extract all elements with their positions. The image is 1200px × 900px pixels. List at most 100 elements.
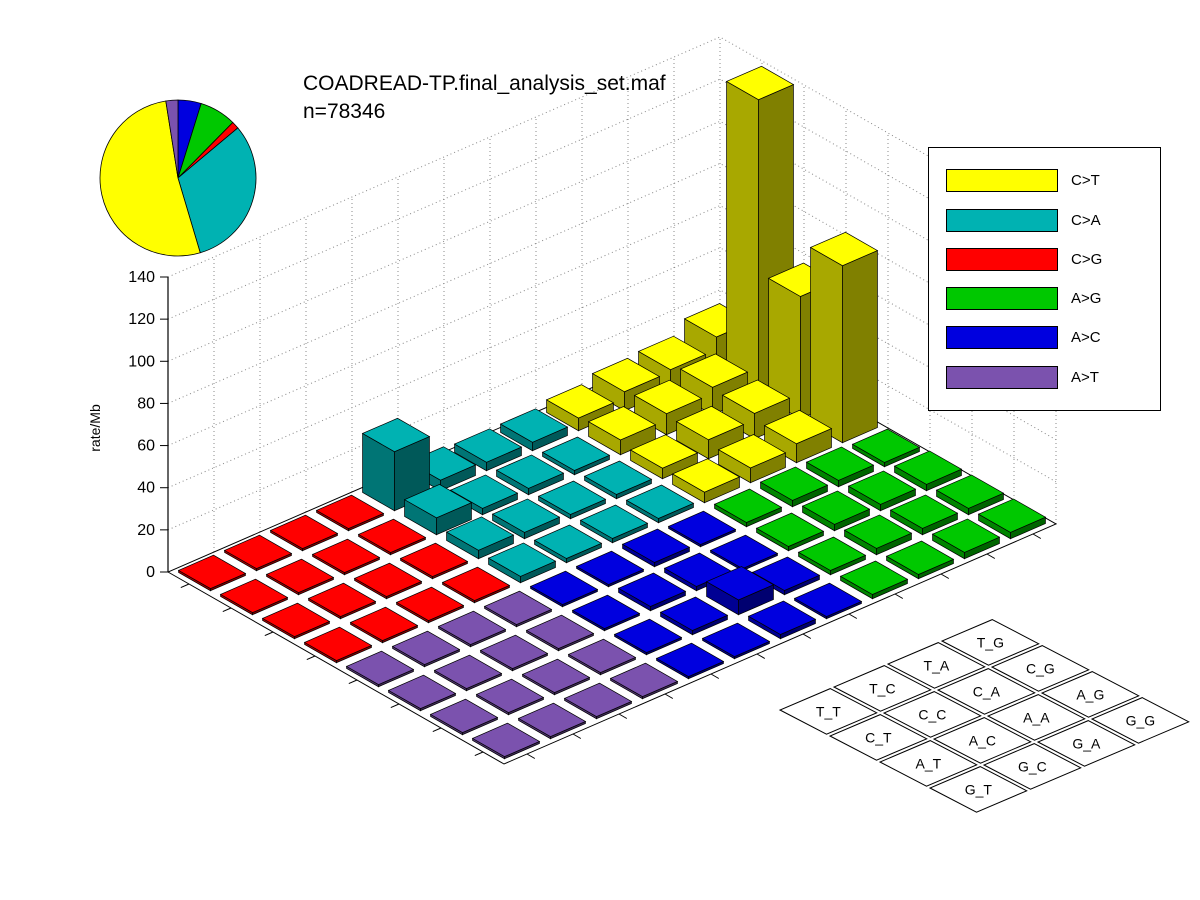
lego-bar: [445, 516, 515, 560]
lego-bar: [307, 582, 377, 620]
legend-swatch: [946, 326, 1058, 350]
lego-bar: [399, 542, 469, 580]
legend-item: C>G: [929, 247, 1160, 271]
z-tick-label: 20: [137, 522, 155, 539]
lego-bar: [429, 698, 499, 736]
lego-bar: [843, 514, 913, 556]
lego-bars: [177, 65, 1047, 760]
context-label: G_C: [1018, 758, 1047, 774]
lego-bar: [575, 550, 645, 588]
lego-bar: [621, 528, 691, 568]
lego-bar: [713, 488, 783, 528]
lego-bar: [851, 428, 921, 468]
lego-bar: [483, 590, 553, 628]
lego-bar: [583, 460, 653, 500]
z-tick-label: 60: [137, 438, 155, 455]
lego-bar: [537, 480, 607, 520]
pie-slice: [165, 99, 179, 179]
lego-bar: [479, 634, 549, 672]
lego-bar: [613, 618, 683, 656]
context-tile: [932, 717, 1032, 764]
context-tile: [990, 645, 1090, 692]
legend-swatch: [946, 365, 1058, 389]
legend-swatch: [946, 287, 1058, 311]
lego-bar: [675, 405, 745, 460]
lego-bar: [809, 231, 879, 444]
context-tile: [882, 691, 982, 738]
lego-bar: [521, 658, 591, 696]
lego-bar: [403, 484, 473, 536]
lego-bar: [269, 514, 339, 552]
lego-bar: [893, 450, 963, 492]
lego-bar: [433, 654, 503, 692]
lego-bar: [391, 630, 461, 668]
z-tick-label: 100: [128, 353, 155, 370]
lego-bar: [885, 540, 955, 580]
lego-bar: [345, 650, 415, 688]
lego-bar: [541, 436, 611, 476]
legend-label: C>G: [1071, 250, 1103, 268]
context-label: G_G: [1126, 712, 1156, 728]
lego-bar: [357, 518, 427, 556]
context-tile: [1036, 720, 1136, 767]
lego-bar: [219, 578, 289, 616]
context-tile: [832, 665, 932, 712]
lego-bar: [617, 572, 687, 612]
lego-bar: [349, 606, 419, 644]
context-tile: [878, 740, 978, 787]
legend-label: A>G: [1071, 290, 1102, 308]
context-label: G_T: [965, 781, 993, 797]
legend-swatch: [946, 208, 1058, 232]
z-tick-label: 80: [137, 395, 155, 412]
lego-bar: [659, 596, 729, 636]
lego-bar: [801, 490, 871, 532]
context-label: C_C: [918, 706, 946, 722]
context-label: A_A: [1023, 709, 1050, 725]
context-tile: [886, 642, 986, 689]
lego-bar: [609, 662, 679, 700]
lego-bar: [567, 638, 637, 676]
lego-bar: [563, 682, 633, 720]
z-tick-label: 120: [128, 311, 155, 328]
context-label: T_G: [977, 634, 1004, 650]
legend-label: C>T: [1071, 172, 1100, 190]
context-label: C_G: [1026, 660, 1055, 676]
lego-bar: [701, 622, 771, 660]
lego-bar: [475, 678, 545, 716]
context-label: T_T: [816, 703, 841, 719]
lego-bar: [533, 524, 603, 564]
context-tile: [986, 694, 1086, 741]
context-label: C_T: [865, 729, 892, 745]
lego-bar: [261, 602, 331, 640]
context-tile: [1090, 697, 1190, 744]
lego-bar: [755, 512, 825, 552]
lego-bar: [587, 406, 657, 456]
context-label: C_A: [973, 683, 1001, 699]
lego-bar: [847, 470, 917, 512]
lego-bar: [935, 474, 1005, 516]
lego-bar: [353, 562, 423, 600]
context-tile: [928, 766, 1028, 813]
context-label: A_G: [1076, 686, 1104, 702]
lego-bar: [721, 379, 791, 440]
z-tick-label: 0: [146, 564, 155, 581]
lego-bar: [387, 674, 457, 712]
lego-bar: [303, 626, 373, 664]
mutation-pie: [99, 99, 257, 257]
lego-bar: [525, 614, 595, 652]
legend-item: A>G: [929, 287, 1160, 311]
context-label: T_C: [869, 680, 895, 696]
lego-bar: [395, 586, 465, 624]
lego-bar: [315, 494, 385, 532]
lego-bar: [487, 542, 557, 584]
lego-bar: [839, 560, 909, 600]
lego-bar: [889, 494, 959, 536]
lego-bar: [797, 536, 867, 576]
context-tile: [828, 714, 928, 761]
lego-bar: [453, 428, 523, 472]
lego-bar: [633, 379, 703, 436]
z-axis-title: rate/Mb: [87, 404, 103, 452]
lego-bar: [529, 570, 599, 608]
lego-bar: [629, 434, 699, 480]
